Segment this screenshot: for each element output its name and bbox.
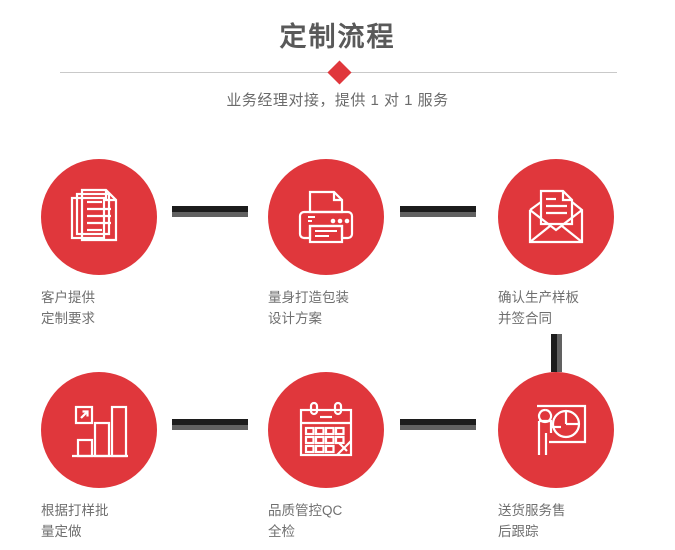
connector-step4-step5: [172, 419, 248, 430]
connector-bar: [400, 419, 476, 425]
step-6-circle[interactable]: [498, 372, 614, 488]
header-divider: [60, 60, 617, 85]
connector-shadow: [172, 212, 248, 217]
presenter-pie-chart-icon: [537, 404, 587, 455]
bar-chart-growth-icon: [72, 405, 128, 458]
step-6-label: 送货服务售 后跟踪: [498, 503, 566, 539]
page-title: 定制流程: [279, 22, 396, 52]
step-5-circle[interactable]: [268, 372, 384, 488]
envelope-open-document-icon: [528, 189, 584, 244]
step-5-label: 品质管控QC 全检: [268, 503, 343, 539]
connector-bar: [400, 206, 476, 212]
connector-shadow: [400, 212, 476, 217]
connector-step3-step6: [551, 334, 562, 372]
connector-step2-step3: [400, 206, 476, 217]
step-1-circle[interactable]: [41, 159, 157, 275]
calendar-icon: [299, 401, 353, 457]
step-3-label: 确认生产样板 并签合同: [498, 290, 579, 326]
diamond-marker-icon: [327, 60, 352, 85]
connector-bar: [172, 419, 248, 425]
step-3-circle[interactable]: [498, 159, 614, 275]
connector-shadow: [557, 334, 562, 372]
step-4-circle[interactable]: [41, 372, 157, 488]
connector-bar: [551, 334, 557, 372]
documents-stack-icon: [70, 188, 118, 242]
connector-shadow: [172, 425, 248, 430]
step-2-circle[interactable]: [268, 159, 384, 275]
connector-shadow: [400, 425, 476, 430]
step-4-label: 根据打样批 量定做: [41, 503, 109, 539]
step-1-label: 客户提供 定制要求: [41, 290, 95, 326]
connector-step1-step2: [172, 206, 248, 217]
printer-icon: [298, 190, 354, 244]
page-subtitle: 业务经理对接，提供 1 对 1 服务: [226, 92, 449, 109]
step-2-label: 量身打造包装 设计方案: [268, 290, 349, 326]
connector-step5-step6: [400, 419, 476, 430]
connector-bar: [172, 206, 248, 212]
